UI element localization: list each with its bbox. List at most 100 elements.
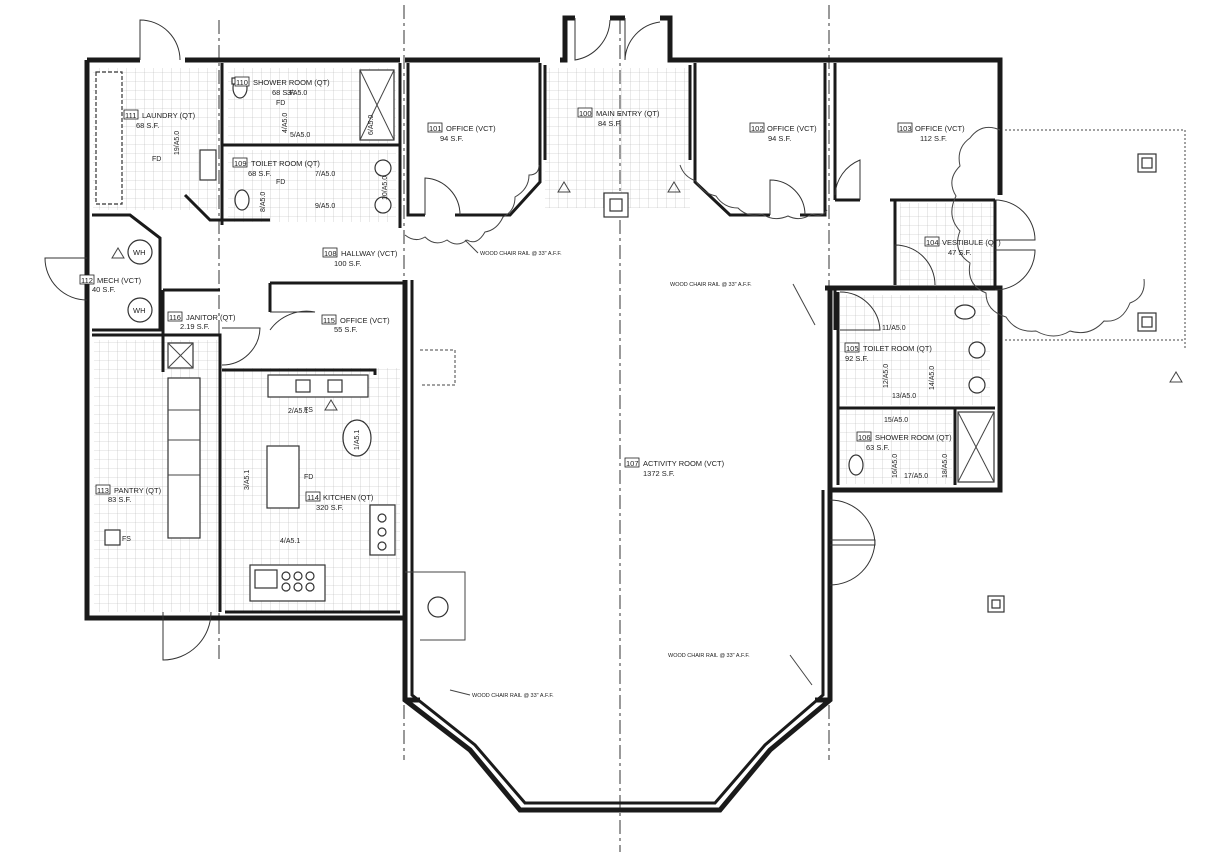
note-chair-rail: WOOD CHAIR RAIL @ 33" A.F.F. — [472, 693, 554, 699]
doors — [44, 18, 1036, 661]
section-ref: 7/A5.0 — [315, 171, 335, 178]
floor-drain-label: FD — [152, 156, 161, 163]
toilet-icon — [954, 304, 976, 320]
room-name: OFFICE (VCT) — [446, 124, 496, 133]
room-name: SHOWER ROOM (QT) — [253, 78, 330, 87]
section-ref: 11/A5.0 — [882, 325, 906, 332]
room-area: 100 S.F. — [334, 259, 362, 268]
room-name: JANITOR (QT) — [186, 313, 236, 322]
room-name: LAUNDRY (QT) — [142, 111, 196, 120]
room-number: 108 — [324, 249, 337, 258]
sink-icon — [968, 376, 986, 394]
room-area: 320 S.F. — [316, 503, 344, 512]
room-area: 1372 S.F. — [643, 469, 675, 478]
floor-drain-label: FD — [276, 179, 285, 186]
section-ref: 19/A5.0 — [174, 131, 181, 155]
fixtures — [95, 69, 995, 602]
room-number: 102 — [751, 124, 764, 133]
section-ref: 18/A5.0 — [942, 454, 949, 478]
section-ref: 4/A5.0 — [282, 113, 289, 133]
water-heater-label: WH — [133, 248, 146, 257]
section-ref: 4/A5.1 — [280, 538, 300, 545]
section-ref: 5/A5.0 — [290, 132, 310, 139]
toilet-icon — [234, 189, 250, 211]
section-ref: 15/A5.0 — [884, 417, 908, 424]
pantry-shelving — [167, 377, 201, 539]
kitchen-island — [266, 445, 300, 509]
room-name: KITCHEN (QT) — [323, 493, 374, 502]
room-number: 111 — [125, 111, 136, 120]
room-area: 112 S.F. — [920, 134, 947, 143]
room-area: 94 S.F. — [768, 134, 791, 143]
room-number: 104 — [926, 238, 939, 247]
room-area: 92 S.F. — [845, 354, 868, 363]
column-marker — [603, 192, 629, 218]
room-area: 63 S.F. — [866, 443, 889, 452]
room-name: PANTRY (QT) — [114, 486, 162, 495]
tile-floors — [93, 68, 995, 612]
revision-triangles — [111, 181, 1183, 411]
room-labels: 111 LAUNDRY (QT) 68 S.F. 110 SHOWER ROOM… — [79, 76, 1001, 512]
section-ref: 13/A5.0 — [892, 393, 916, 400]
sink-icon — [374, 159, 392, 177]
revision-clouds — [404, 126, 1145, 337]
section-ref: 3/A5.0 — [287, 90, 307, 97]
room-name: HALLWAY (VCT) — [341, 249, 398, 258]
section-ref: 17/A5.0 — [904, 473, 928, 480]
room-name: ACTIVITY ROOM (VCT) — [643, 459, 725, 468]
chair-rail-notes: WOOD CHAIR RAIL @ 33" A.F.F. WOOD CHAIR … — [449, 239, 816, 699]
room-name: TOILET ROOM (QT) — [863, 344, 932, 353]
room-number: 112 — [81, 276, 93, 285]
room-name: OFFICE (VCT) — [340, 316, 390, 325]
room-area: 83 S.F. — [108, 495, 131, 504]
room-number: 105 — [846, 344, 859, 353]
room-number: 113 — [97, 486, 109, 495]
section-ref: 1/A5.1 — [354, 430, 361, 450]
room-area: 94 S.F. — [440, 134, 463, 143]
note-chair-rail: WOOD CHAIR RAIL @ 33" A.F.F. — [670, 282, 752, 288]
room-area: 40 S.F. — [92, 285, 115, 294]
fixture-labels: WH WH FD FD FD FD FS FS — [122, 100, 313, 543]
room-number: 107 — [626, 459, 639, 468]
room-number: 101 — [429, 124, 442, 133]
floor-sink-label: FS — [304, 407, 313, 414]
room-area: 2.19 S.F. — [180, 322, 210, 331]
room-number: 110 — [236, 78, 248, 87]
room-name: VESTIBULE (QT) — [942, 238, 1001, 247]
section-ref: 6/A5.0 — [368, 115, 375, 135]
room-area: 84 S.F. — [598, 119, 621, 128]
ice-machine — [342, 419, 372, 457]
room-number: 106 — [858, 433, 871, 442]
column-round — [427, 596, 449, 618]
room-name: TOILET ROOM (QT) — [251, 159, 320, 168]
section-ref: 9/A5.0 — [315, 203, 335, 210]
washer-dryer — [95, 71, 123, 205]
room-name: MAIN ENTRY (QT) — [596, 109, 660, 118]
floor-drain-label: FD — [276, 100, 285, 107]
room-name: MECH (VCT) — [97, 276, 142, 285]
room-area: 55 S.F. — [334, 325, 357, 334]
section-ref: 14/A5.0 — [929, 366, 936, 390]
room-number: 115 — [323, 316, 335, 325]
room-name: OFFICE (VCT) — [915, 124, 965, 133]
room-name: OFFICE (VCT) — [767, 124, 817, 133]
section-ref: 2/A5.1 — [288, 408, 308, 415]
room-area: 68 S.F. — [248, 169, 271, 178]
water-heater-icon — [127, 297, 153, 323]
section-ref: 3/A5.1 — [244, 470, 251, 490]
room-number: 103 — [899, 124, 912, 133]
section-ref: 16/A5.0 — [892, 454, 899, 478]
room-number: 114 — [307, 493, 319, 502]
room-number: 116 — [169, 313, 181, 322]
room-area: 68 S.F. — [272, 88, 295, 97]
note-chair-rail: WOOD CHAIR RAIL @ 33" A.F.F. — [668, 653, 750, 659]
sink-icon — [968, 341, 986, 359]
note-chair-rail: WOOD CHAIR RAIL @ 33" A.F.F. — [480, 251, 562, 257]
room-number: 100 — [579, 109, 592, 118]
section-ref: 10/A5.0 — [382, 176, 389, 200]
room-number: 109 — [234, 159, 247, 168]
room-area: 68 S.F. — [136, 121, 159, 130]
section-ref: 12/A5.0 — [883, 364, 890, 388]
section-ref: 8/A5.0 — [260, 192, 267, 212]
